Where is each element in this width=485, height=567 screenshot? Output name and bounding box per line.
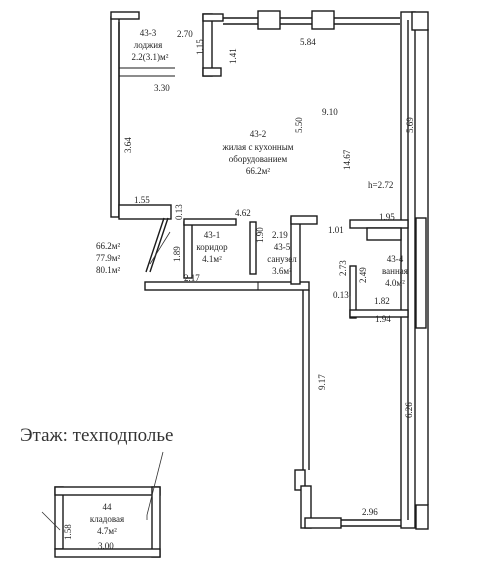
dim-1-82: 1.82 — [374, 296, 390, 306]
totals: 66.2м² 77.9м² 80.1м² — [96, 241, 120, 275]
room-43-1-name: коридор — [196, 242, 228, 252]
dim-1-95: 1.95 — [379, 212, 395, 222]
dim-2-70: 2.70 — [177, 29, 193, 39]
room-43-5-id: 43-5 — [274, 242, 291, 252]
dim-1-90: 1.90 — [255, 227, 265, 243]
room-43-4-label: 43-4 ванная 4.0м² — [382, 254, 408, 288]
dim-9-10: 9.10 — [322, 107, 338, 117]
room-44-id: 44 — [103, 502, 113, 512]
room-43-2-area: 66.2м² — [246, 166, 270, 176]
room-43-2-label: 43-2 жилая с кухонным оборудованием 66.2… — [222, 129, 294, 176]
storage-room-walls — [54, 486, 161, 558]
room-43-2-name-line2: оборудованием — [229, 154, 288, 164]
leader-lines — [41, 231, 351, 531]
dim-2-96: 2.96 — [362, 507, 378, 517]
dim-3-64: 3.64 — [123, 137, 133, 153]
dim-0-13-a: 0.13 — [174, 204, 184, 220]
dim-5-50: 5.50 — [294, 117, 304, 133]
room-43-3-area: 2.2(3.1)м² — [132, 52, 169, 62]
room-43-5-area: 3.6м² — [272, 266, 292, 276]
ceiling-height: h=2.72 — [368, 180, 393, 190]
room-43-4-area: 4.0м² — [385, 278, 405, 288]
dim-5-84: 5.84 — [300, 37, 316, 47]
room-43-1-id: 43-1 — [204, 230, 221, 240]
total-area-general: 77.9м² — [96, 253, 120, 263]
dim-1-41: 1.41 — [228, 48, 238, 64]
dim-1-55: 1.55 — [134, 195, 150, 205]
dim-1-15: 1.15 — [195, 39, 205, 55]
room-43-4-id: 43-4 — [387, 254, 404, 264]
total-area-with-loggia: 80.1м² — [96, 265, 120, 275]
walls — [110, 10, 429, 530]
dim-2-17: 2.17 — [184, 273, 200, 283]
dim-3-30: 3.30 — [154, 83, 170, 93]
dim-4-62: 4.62 — [235, 208, 251, 218]
dim-9-17: 9.17 — [317, 374, 327, 390]
room-44-label: 44 кладовая 4.7м² — [90, 502, 124, 536]
total-area-living: 66.2м² — [96, 241, 120, 251]
dim-6-26: 6.26 — [404, 402, 414, 418]
dim-1-89: 1.89 — [172, 246, 182, 262]
room-43-3-name: лоджия — [134, 40, 163, 50]
dim-3-00: 3.00 — [98, 541, 114, 551]
room-43-5-label: 43-5 санузел 3.6м² — [267, 242, 297, 276]
dim-0-13-b: 0.13 — [333, 290, 349, 300]
dim-1-01: 1.01 — [328, 225, 344, 235]
dim-2-19: 2.19 — [272, 230, 288, 240]
dim-1-58: 1.58 — [63, 524, 73, 540]
dim-1-94: 1.94 — [375, 314, 391, 324]
dim-2-49: 2.49 — [358, 267, 368, 283]
room-44-area: 4.7м² — [97, 526, 117, 536]
room-43-1-label: 43-1 коридор 4.1м² — [196, 230, 228, 264]
room-43-1-area: 4.1м² — [202, 254, 222, 264]
room-43-3-label: 43-3 лоджия 2.2(3.1)м² — [132, 28, 169, 62]
room-43-3-id: 43-3 — [140, 28, 157, 38]
room-44-name: кладовая — [90, 514, 124, 524]
dimensions: 2.70 1.15 1.41 5.84 3.30 9.10 5.50 5.69 … — [63, 29, 415, 551]
dim-5-69: 5.69 — [405, 117, 415, 133]
room-43-2-id: 43-2 — [250, 129, 267, 139]
room-43-2-name-line1: жилая с кухонным — [222, 142, 294, 152]
room-43-4-name: ванная — [382, 266, 408, 276]
room-43-5-name: санузел — [267, 254, 297, 264]
dim-2-73: 2.73 — [338, 260, 348, 276]
dim-14-67: 14.67 — [342, 149, 352, 170]
floor-label: Этаж: техподполье — [20, 425, 173, 446]
